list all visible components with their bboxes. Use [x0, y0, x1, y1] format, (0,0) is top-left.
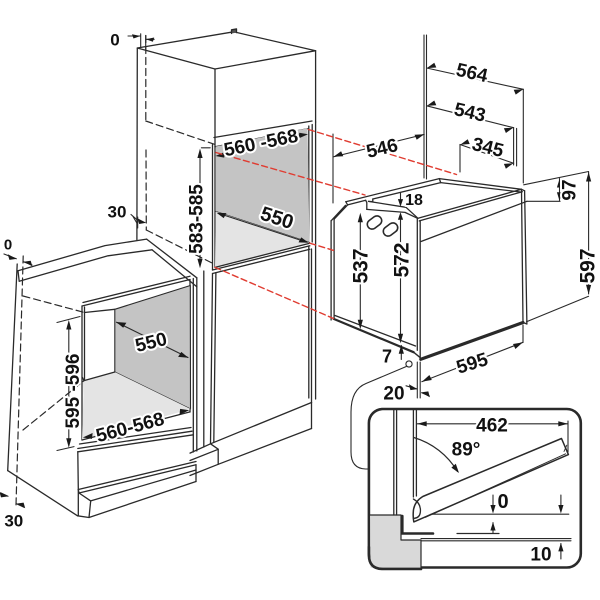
svg-text:597: 597: [577, 248, 600, 283]
svg-text:583-585: 583-585: [187, 184, 208, 254]
svg-text:462: 462: [476, 416, 508, 437]
svg-text:97: 97: [560, 179, 581, 200]
svg-text:20: 20: [383, 384, 404, 405]
svg-text:537: 537: [350, 248, 373, 283]
svg-text:30: 30: [108, 203, 127, 222]
svg-text:595 -596: 595 -596: [63, 353, 84, 428]
svg-text:89°: 89°: [452, 440, 481, 461]
svg-text:10: 10: [530, 545, 551, 566]
svg-text:0: 0: [497, 491, 508, 513]
svg-text:572: 572: [391, 242, 414, 277]
svg-text:18: 18: [405, 192, 423, 209]
svg-text:7: 7: [382, 346, 392, 366]
svg-text:0: 0: [110, 31, 119, 50]
svg-text:30: 30: [4, 511, 23, 530]
svg-text:0: 0: [4, 237, 12, 254]
